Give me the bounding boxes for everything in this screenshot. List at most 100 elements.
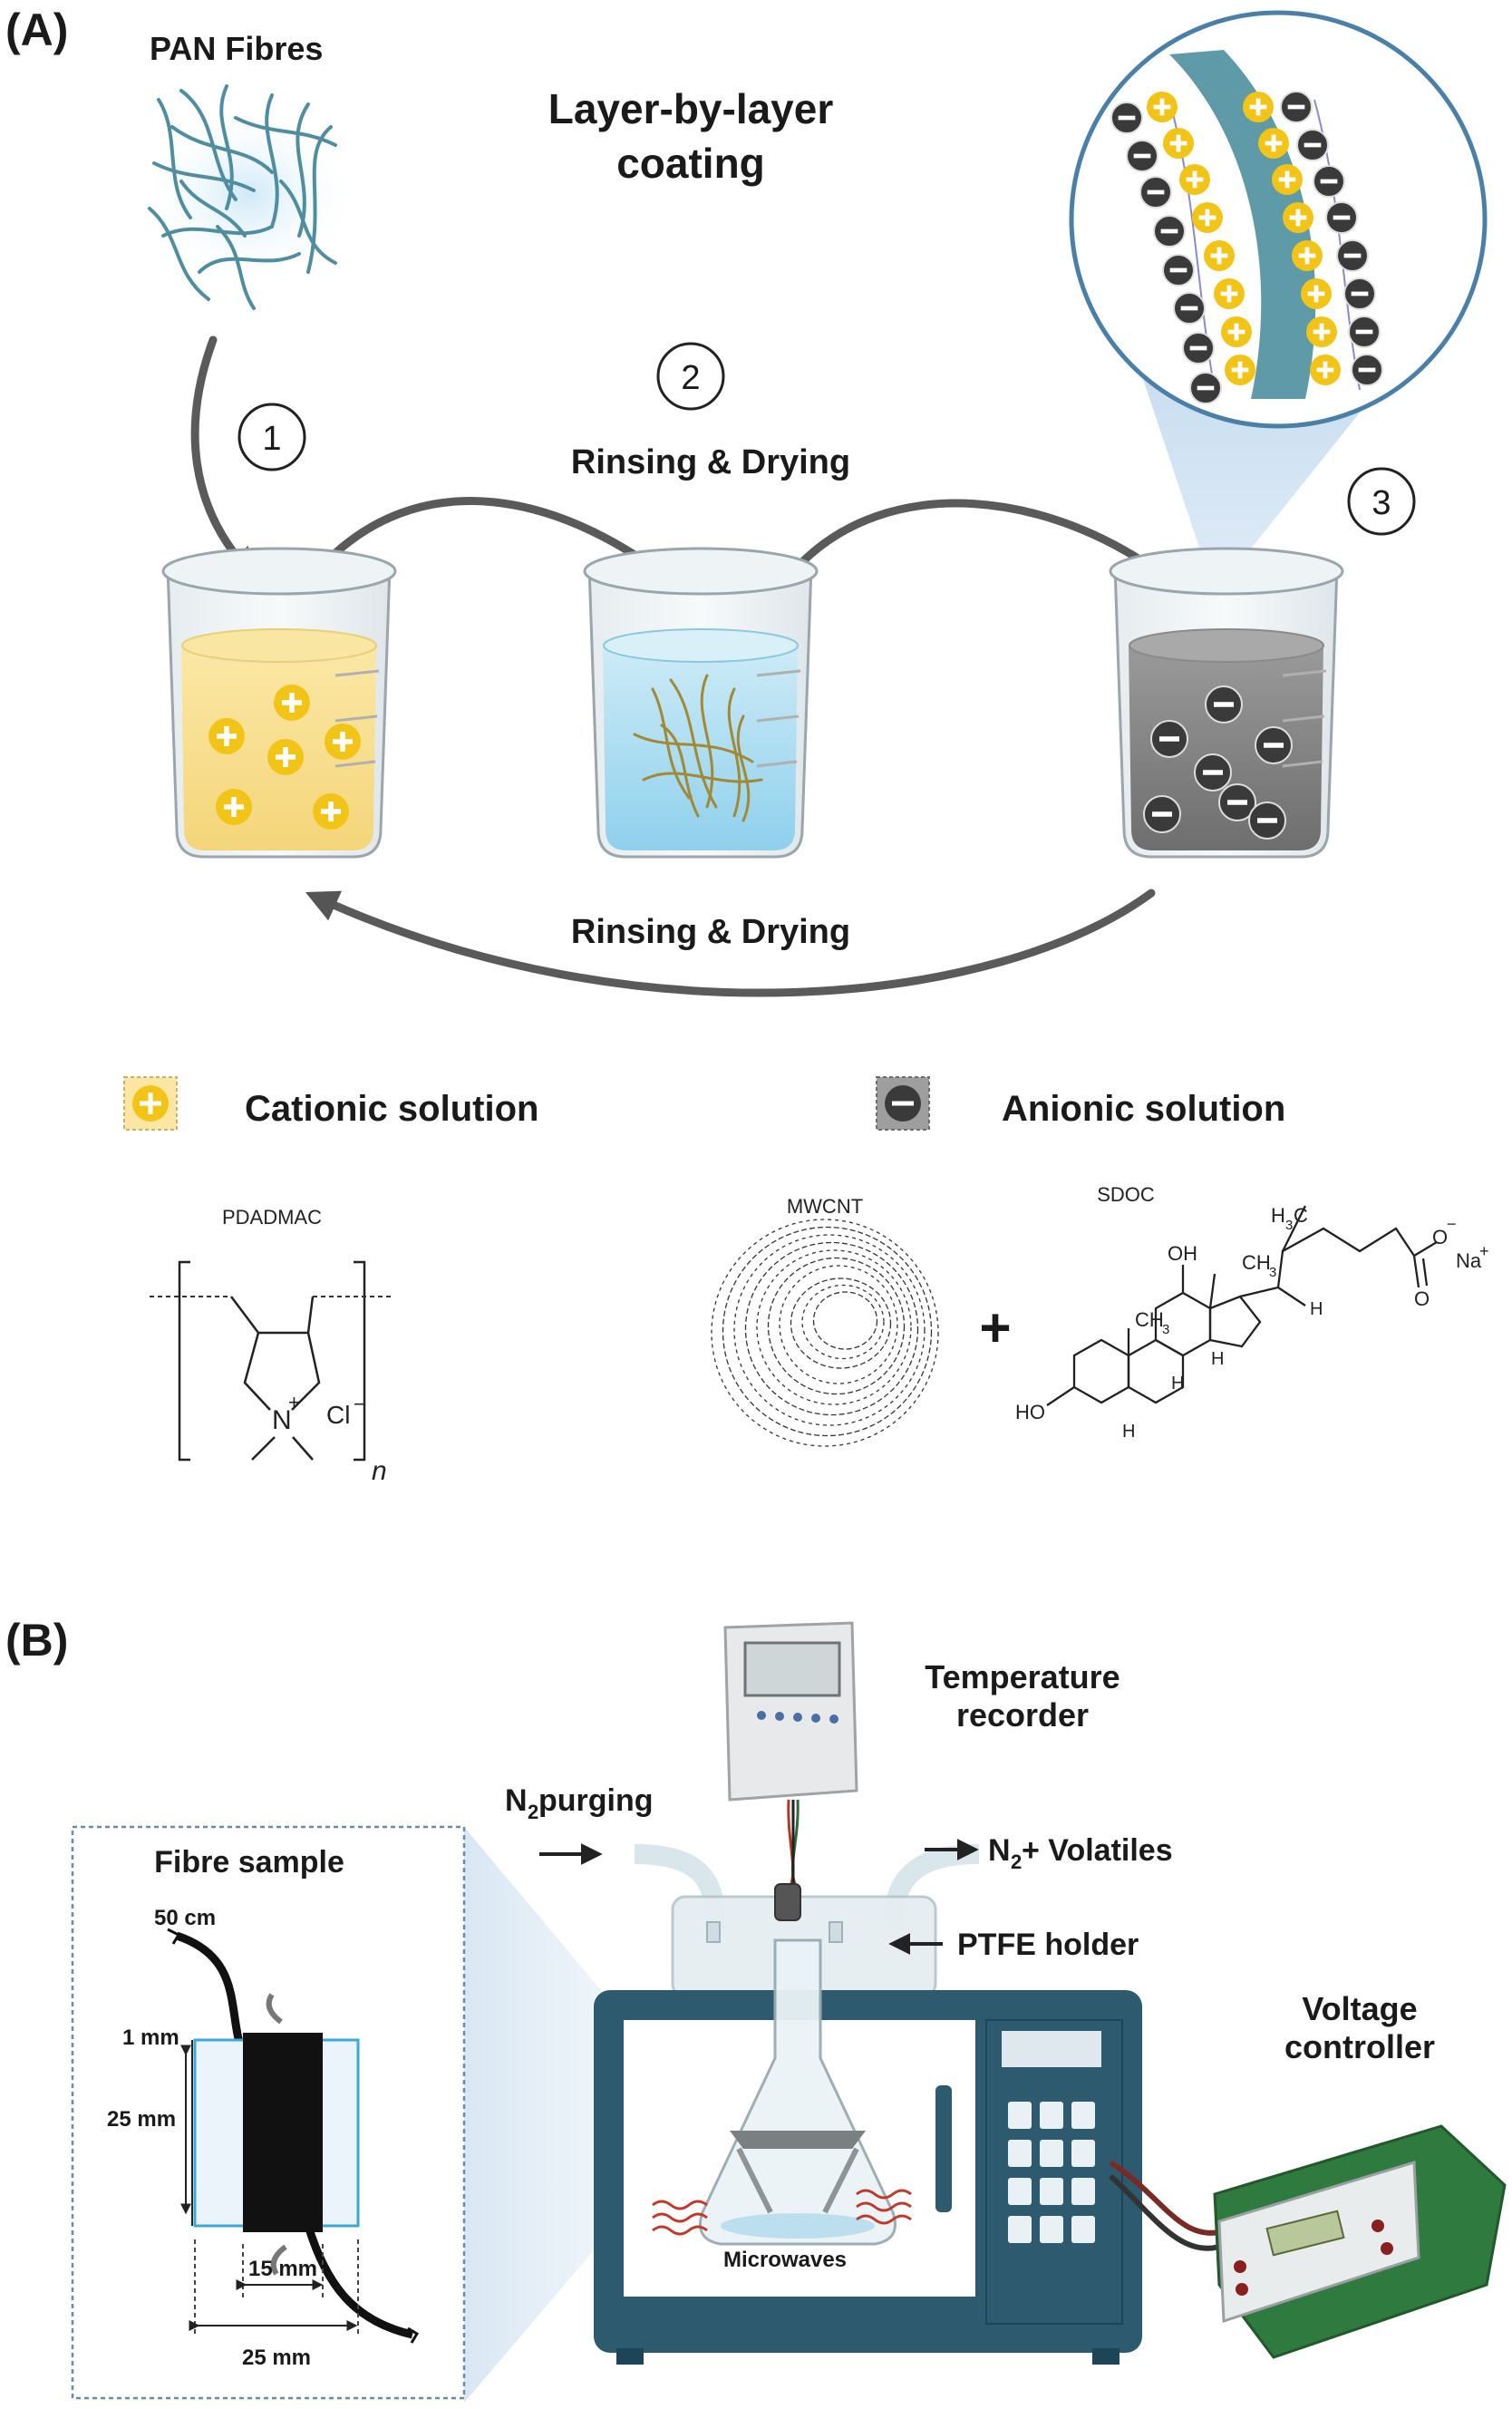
zoom-cation (1272, 164, 1303, 195)
zoom-cation (1292, 240, 1323, 271)
mwcnt-name: MWCNT (787, 1195, 863, 1218)
zoom-cation (1301, 278, 1332, 309)
sdoc-ch3-b-sub: 3 (1162, 1322, 1169, 1337)
pan-fibres-illustration (141, 84, 358, 310)
mwcnt-illustration (711, 1219, 939, 1447)
temperature-label-2: recorder (956, 1696, 1089, 1734)
dim-25mm-vertical: 25 mm (107, 2107, 176, 2132)
sdoc-h-1: H (1310, 1299, 1323, 1319)
sdoc-o-minus: O (1432, 1226, 1448, 1248)
sdoc-o-minus-charge: − (1447, 1215, 1457, 1233)
zoom-cation (1204, 240, 1235, 271)
step-2-number: 2 (681, 359, 700, 397)
zoom-anion (1162, 254, 1195, 287)
zoom-cation (1147, 92, 1178, 122)
sdoc-h3c-c: C (1294, 1204, 1308, 1227)
keypad-key (1040, 2102, 1063, 2129)
pdadmac-nitrogen-charge: + (288, 1391, 300, 1413)
legend-anionic-label: Anionic solution (1002, 1089, 1285, 1129)
lbl-title-line1: Layer-by-layer (548, 85, 834, 132)
controller-cable-black (1109, 2173, 1220, 2251)
zoom-anion (1182, 332, 1215, 364)
mwcnt-wall (801, 1284, 885, 1360)
keypad-key (1008, 2102, 1032, 2129)
mwcnt-wall (711, 1219, 939, 1447)
legend-cationic: Cationic solution (123, 1076, 538, 1131)
mwcnt-wall (790, 1277, 892, 1369)
zoom-cation (1243, 92, 1274, 122)
sdoc-structure: SDOC H 3 C OH CH 3 CH 3 O − (1015, 1183, 1489, 1442)
keypad-key (1040, 2216, 1063, 2243)
fibre-sample-box: Fibre sample 50 cm 1 mm 25 mm 15 mm 25 m… (71, 1825, 466, 2400)
zoom-anion (1296, 129, 1329, 161)
sdoc-ch3-a: CH (1242, 1251, 1271, 1274)
sdoc-name: SDOC (1097, 1183, 1155, 1206)
beaker-charges (208, 685, 1293, 840)
zoom-cation (1283, 202, 1313, 233)
sdoc-h3c-h: H (1271, 1204, 1285, 1227)
temperature-recorder-device (723, 1621, 858, 1887)
zoom-anion (1110, 102, 1143, 134)
sdoc-ho: HO (1015, 1401, 1045, 1423)
cation-particle (267, 739, 304, 775)
pan-fibres-label: PAN Fibres (150, 30, 323, 67)
legend-cationic-label: Cationic solution (245, 1089, 538, 1129)
step-1-number: 1 (262, 420, 281, 458)
step-3-marker: 3 (1347, 467, 1416, 536)
zoom-anion (1348, 316, 1381, 348)
erlenmeyer-flask (699, 1938, 897, 2246)
step-2-marker: 2 (656, 342, 725, 411)
legend-anionic: Anionic solution (876, 1076, 1285, 1131)
panel-b-tag: (B) (5, 1615, 68, 1666)
zoom-anion (1280, 91, 1313, 123)
temperature-label-1: Temperature (925, 1658, 1119, 1695)
n2-out-rest: + Volatiles (1022, 1833, 1173, 1868)
zoom-cation (1306, 316, 1337, 347)
keypad-key (1040, 2178, 1063, 2205)
zoom-circle (1069, 10, 1488, 429)
cation-particle (313, 793, 349, 830)
keypad-key (1008, 2178, 1032, 2205)
mwcnt-wall (756, 1249, 912, 1405)
microwave-keypad (1008, 2102, 1095, 2243)
zoom-anion (1336, 239, 1369, 272)
zoom-anion (1126, 140, 1158, 172)
rinse-bottom-label: Rinsing & Drying (571, 913, 850, 951)
n2-out-n: N (988, 1833, 1011, 1868)
sdoc-ch3-b: CH (1135, 1308, 1164, 1331)
zoom-charges (1110, 91, 1383, 404)
zoom-anion (1325, 201, 1358, 234)
sdoc-oh-top: OH (1168, 1242, 1197, 1265)
keypad-key (1071, 2140, 1095, 2167)
mwcnt-wall (733, 1234, 926, 1426)
zoom-cation (1163, 128, 1194, 159)
voltage-controller-device (1213, 2124, 1507, 2359)
keypad-key (1040, 2140, 1063, 2167)
anion-particle (1248, 801, 1286, 840)
sdoc-o-double: O (1414, 1287, 1430, 1310)
keypad-key (1008, 2140, 1032, 2167)
anion-particle (1143, 795, 1181, 833)
pdadmac-counterion: Cl (326, 1401, 350, 1429)
zoom-cation (1310, 355, 1341, 385)
mwcnt-wall (744, 1241, 919, 1416)
anion-particle (1218, 783, 1256, 821)
zoom-cation (1214, 278, 1245, 309)
keypad-key (1071, 2216, 1095, 2243)
sdoc-h-2: H (1211, 1349, 1224, 1369)
zoom-anion (1139, 176, 1172, 209)
zoom-cation (1225, 355, 1255, 385)
sdoc-sodium-charge: + (1479, 1242, 1489, 1260)
pdadmac-nitrogen: N (272, 1405, 292, 1435)
pdadmac-counterion-charge: − (354, 1393, 365, 1415)
rinse-beaker (583, 547, 819, 859)
lbl-title-line2: coating (616, 140, 765, 187)
zoom-cation (1192, 202, 1223, 233)
sdoc-h-3: H (1171, 1374, 1184, 1394)
zoom-anion (1351, 354, 1383, 386)
zoom-cation (1221, 316, 1252, 347)
controller-cable-red (1109, 2160, 1220, 2236)
n2-purging-sub: 2 (528, 1801, 538, 1823)
zoom-cation (1258, 128, 1289, 159)
